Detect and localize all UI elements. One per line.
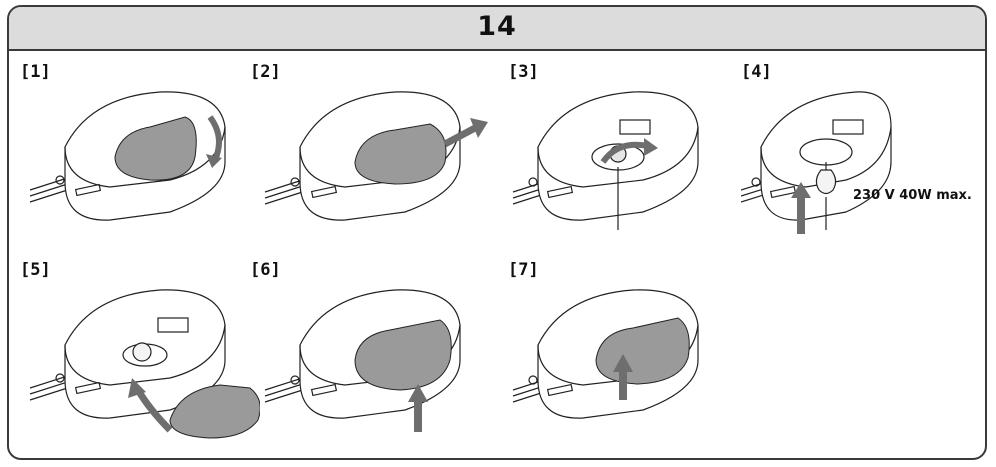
terminal-block [832,119,864,135]
reattach-arrow-head [128,378,146,398]
rotate-arrow-head [206,154,222,168]
title-bar: 14 [9,7,985,51]
step-1: [1] [20,62,260,252]
opener-housing [760,91,892,221]
brand-badge [74,183,102,197]
step-6-illustration [264,289,461,432]
rotate-arrow [207,115,222,162]
step-label: [4] [741,62,772,82]
step-label: [3] [508,62,539,82]
insert-arrow-head [791,182,811,198]
step-4-illustration [741,91,892,234]
step-1-illustration [29,91,226,221]
step-6: [6] [250,260,490,450]
pull-arrow [443,124,477,148]
step-7: [7] [508,260,748,450]
unscrew-arrow-head [644,138,658,156]
step-7-illustration [512,289,699,419]
step-3-illustration [512,91,699,230]
step-label: [6] [250,260,281,280]
light-bulb [132,342,152,362]
step-4: [4] 230 V 40W max. [741,62,981,252]
light-bulb [815,169,837,195]
terminal-block [157,317,189,333]
step-2: [2] [250,62,490,252]
rail-bolt [55,175,65,185]
push-arrow-head [613,354,633,372]
step-5-illustration [29,289,260,439]
unscrew-arrow [600,141,649,164]
pull-arrow-head [470,118,488,138]
step-label: [2] [250,62,281,82]
light-cover [354,123,447,185]
step-5: [5] [20,260,260,450]
step-2-illustration [264,91,488,221]
light-cover [114,116,197,181]
page-title: 14 [477,11,517,42]
light-cover [169,384,260,439]
terminal-block [619,119,651,135]
step-label: [1] [20,62,51,82]
step-3: [3] [508,62,748,252]
step-label: [7] [508,260,539,280]
push-arrow-head [408,384,428,402]
light-cover [354,319,452,391]
bulb-rating-caption: 230 V 40W max. [853,188,972,203]
step-label: [5] [20,260,51,280]
